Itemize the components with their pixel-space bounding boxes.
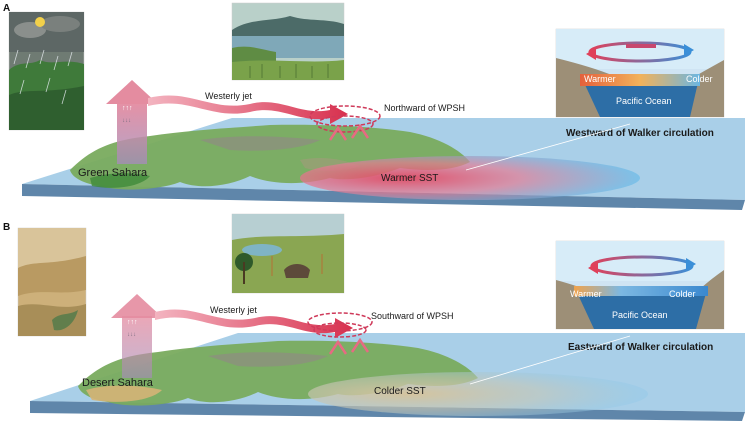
walker-leader-line <box>465 123 631 171</box>
wpsh-circulation <box>307 312 373 355</box>
walker-label: Westward of Walker circulation <box>566 128 714 139</box>
svg-text:↓↓↓: ↓↓↓ <box>122 118 131 124</box>
walker-warm-label: Warmer <box>584 74 616 84</box>
svg-text:↓↓↓: ↓↓↓ <box>127 332 136 338</box>
lake-grassland-inset <box>231 2 345 81</box>
walker-cold-label: Colder <box>686 74 713 84</box>
desert-inset <box>17 227 87 337</box>
sahara-label: Green Sahara <box>78 167 148 179</box>
walker-leader-line <box>469 335 631 385</box>
panel-b: B ↑↑↑ ↓↓↓ Westerly jet Southward of WPSH… <box>3 213 745 421</box>
walker-cold-label: Colder <box>669 289 696 299</box>
walker-warm-label: Warmer <box>570 289 602 299</box>
walker-inset-b: Warmer Colder Pacific Ocean <box>555 240 725 330</box>
walker-label: Eastward of Walker circulation <box>568 342 713 353</box>
panel-letter: A <box>3 3 10 14</box>
warm-sst-tongue <box>300 156 640 200</box>
sahara-label: Desert Sahara <box>82 377 154 389</box>
walker-inset-a: Warmer Colder Pacific Ocean <box>555 28 725 118</box>
wpsh-circulation <box>309 105 381 141</box>
sst-label: Colder SST <box>374 386 426 397</box>
savanna-inset <box>231 213 345 294</box>
cold-sst-tongue <box>308 372 648 416</box>
panel-letter: B <box>3 222 10 233</box>
walker-ocean-label: Pacific Ocean <box>616 96 672 106</box>
wpsh-label: Northward of WPSH <box>384 103 465 113</box>
sahara-updraft-arrow: ↑↑↑ ↓↓↓ <box>106 80 158 164</box>
jet-label: Westerly jet <box>205 91 252 101</box>
walker-ocean-label: Pacific Ocean <box>612 310 668 320</box>
westerly-jet-arrow <box>155 309 353 338</box>
svg-text:↑↑↑: ↑↑↑ <box>122 105 133 112</box>
westerly-jet-arrow <box>148 95 348 124</box>
rain-forest-inset <box>8 11 85 131</box>
jet-label: Westerly jet <box>210 305 257 315</box>
sahara-updraft-arrow: ↑↑↑ ↓↓↓ <box>111 294 163 378</box>
wpsh-label: Southward of WPSH <box>371 311 454 321</box>
panel-a: A ↑↑↑ ↓↓↓ Westerly jet <box>3 2 745 210</box>
sst-label: Warmer SST <box>381 173 438 184</box>
svg-text:↑↑↑: ↑↑↑ <box>127 319 138 326</box>
